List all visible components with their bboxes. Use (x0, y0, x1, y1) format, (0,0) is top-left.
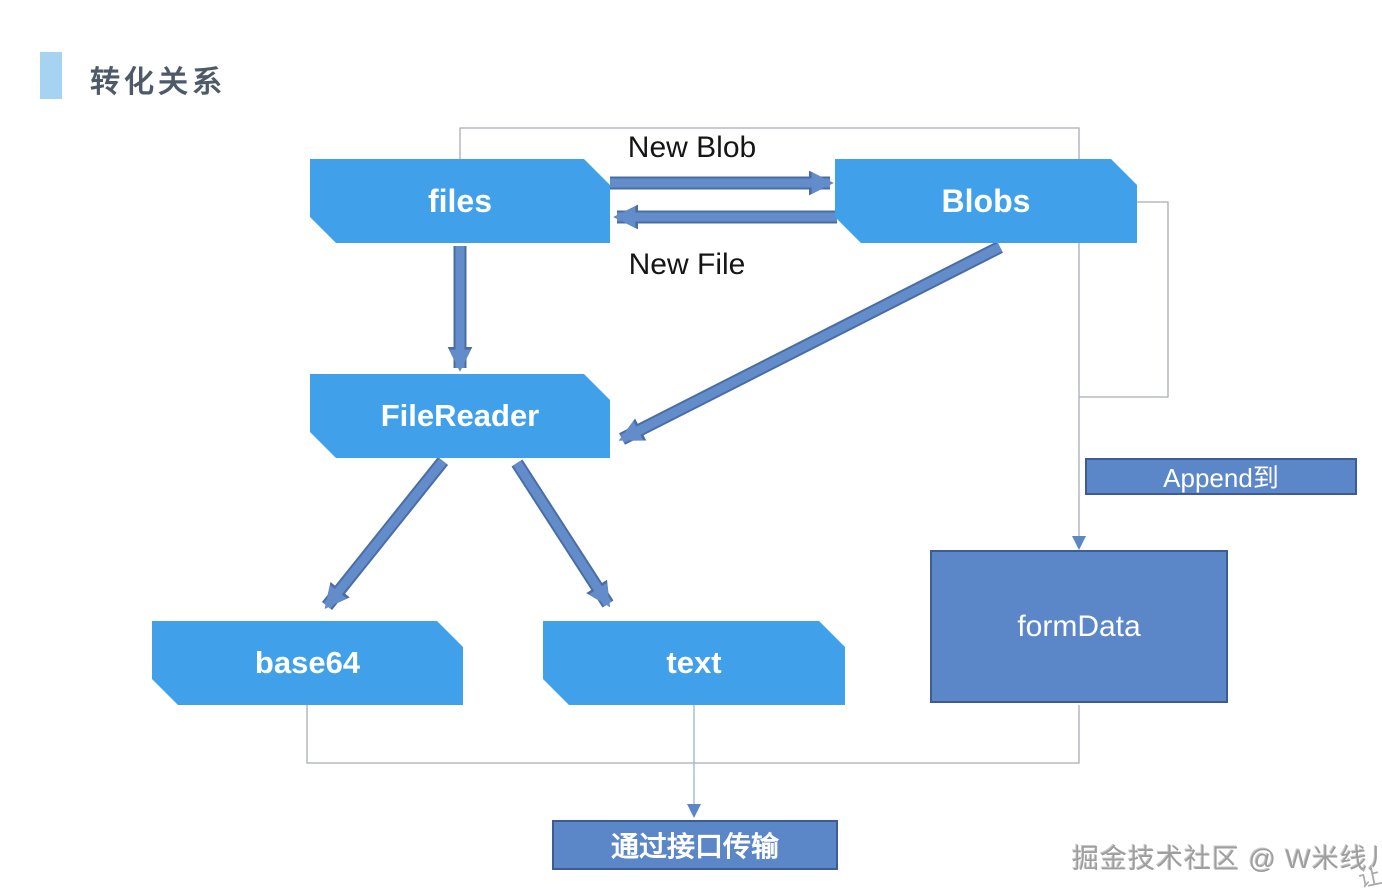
edge-blobs-to-formdata-line (1079, 201, 1169, 398)
node-filereader: FileReader (310, 374, 610, 458)
node-files: files (310, 159, 610, 243)
node-blobs: Blobs (835, 159, 1137, 243)
edge-filereader-to-base64-arrow (321, 456, 449, 611)
page-title: 转化关系 (90, 66, 226, 99)
edge-base64-formdata-bottom-rail (306, 705, 1080, 764)
title-accent-bar (40, 52, 62, 99)
node-transfer: 通过接口传输 (552, 820, 838, 870)
node-base64: base64 (152, 621, 463, 705)
watermark-text: 掘金技术社区 @ W米线儿 (1072, 844, 1382, 874)
edge-blobs-to-filereader-arrow (618, 241, 1003, 445)
edge-text-to-transfer-line (687, 705, 701, 818)
edge-label-append-to: Append到 (1085, 458, 1357, 495)
edge-label-new-file: New File (628, 248, 746, 281)
edge-filereader-to-text-arrow (511, 459, 614, 608)
node-text: text (543, 621, 845, 705)
node-formdata: formData (930, 550, 1228, 703)
edge-label-new-blob: New Blob (627, 131, 757, 164)
edge-files-to-formdata-line (459, 127, 1086, 550)
